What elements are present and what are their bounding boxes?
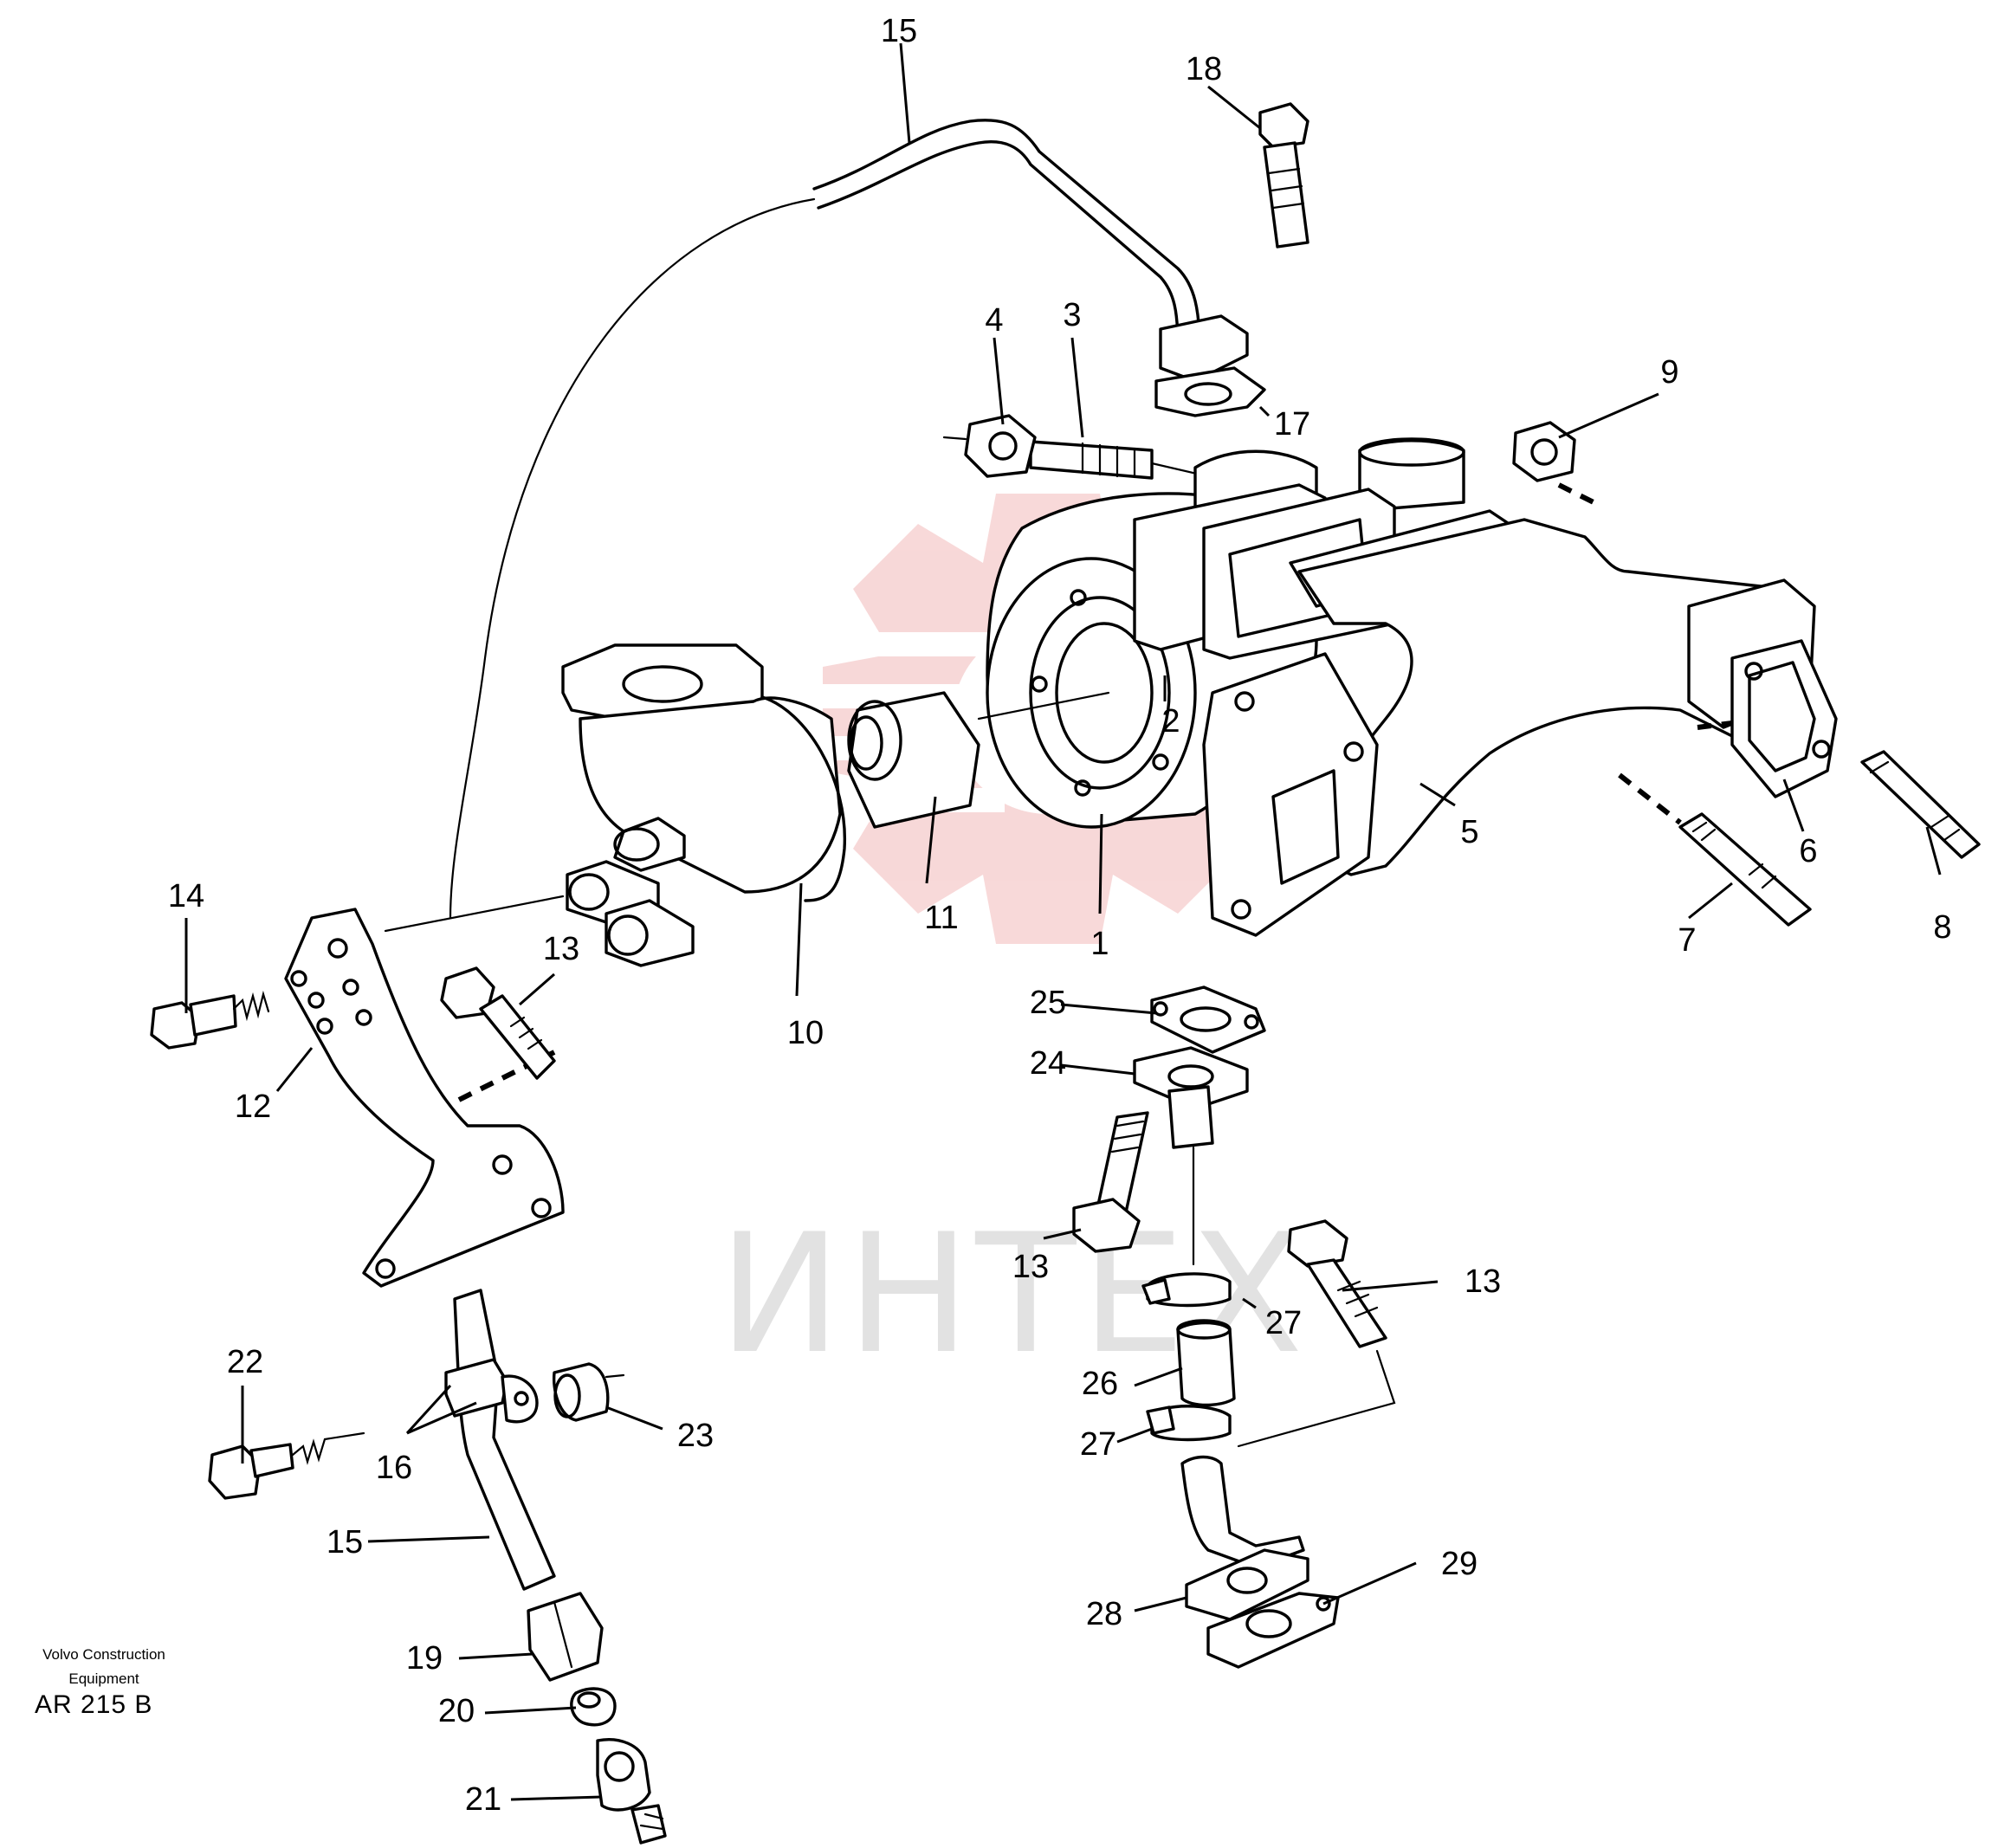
bolt-14 bbox=[150, 990, 270, 1050]
callout-19: 19 bbox=[406, 1640, 443, 1677]
callout-25: 25 bbox=[1030, 985, 1066, 1021]
leader-lines bbox=[184, 42, 1942, 1801]
caption-drawing-code: AR 215 B bbox=[35, 1690, 153, 1719]
union-nut-19 bbox=[527, 1592, 604, 1682]
callout-labels: 15 18 4 3 17 9 2 5 6 8 7 11 1 10 14 13 1… bbox=[168, 13, 1952, 1818]
gasket-29 bbox=[1206, 1592, 1340, 1669]
sleeve-11 bbox=[847, 691, 1110, 829]
callout-15-bottom: 15 bbox=[327, 1524, 363, 1560]
nut-9 bbox=[1512, 421, 1595, 505]
callout-29: 29 bbox=[1441, 1546, 1478, 1582]
callout-4: 4 bbox=[985, 302, 1003, 339]
callout-26: 26 bbox=[1082, 1366, 1118, 1402]
callout-11: 11 bbox=[924, 900, 958, 936]
callout-21: 21 bbox=[465, 1781, 501, 1818]
callout-3: 3 bbox=[1063, 297, 1081, 333]
callout-18: 18 bbox=[1186, 51, 1222, 87]
callout-10: 10 bbox=[787, 1015, 824, 1051]
callout-16: 16 bbox=[376, 1450, 412, 1486]
callout-9: 9 bbox=[1660, 354, 1678, 391]
flange-24 bbox=[1133, 1046, 1249, 1266]
callout-23: 23 bbox=[677, 1418, 714, 1454]
stud-7 bbox=[1618, 772, 1812, 927]
callout-2: 2 bbox=[1161, 703, 1180, 740]
hose-26 bbox=[1176, 1319, 1236, 1407]
callout-13-mid: 13 bbox=[1012, 1249, 1049, 1285]
callout-27-lower: 27 bbox=[1080, 1426, 1116, 1463]
bracket-12 bbox=[284, 895, 565, 1288]
sealing-ring-20 bbox=[570, 1687, 617, 1727]
hose-clamp-27-lower bbox=[1146, 1405, 1232, 1442]
callout-7: 7 bbox=[1678, 922, 1696, 959]
callout-12: 12 bbox=[235, 1089, 271, 1125]
nut-4 bbox=[942, 414, 1037, 478]
callout-13-left: 13 bbox=[543, 931, 579, 967]
callout-27-upper: 27 bbox=[1265, 1305, 1302, 1341]
spacer-23 bbox=[552, 1362, 625, 1422]
stud-8 bbox=[1697, 720, 1981, 859]
pipe-flange-28 bbox=[1180, 1455, 1309, 1621]
callout-22: 22 bbox=[227, 1344, 263, 1380]
hose-clamp-27-upper bbox=[1141, 1272, 1232, 1308]
callout-15-top: 15 bbox=[881, 13, 917, 49]
callout-20: 20 bbox=[438, 1693, 475, 1729]
bolt-22 bbox=[208, 1431, 365, 1500]
oil-pipe-upper bbox=[449, 119, 1201, 920]
bolt-13-middle bbox=[1072, 1111, 1149, 1253]
fitting-21 bbox=[596, 1738, 667, 1845]
callout-1: 1 bbox=[1090, 926, 1109, 962]
callout-17: 17 bbox=[1274, 406, 1310, 443]
bolt-18 bbox=[1258, 102, 1309, 249]
callout-14: 14 bbox=[168, 878, 204, 914]
oil-pipe-lower bbox=[444, 1289, 556, 1591]
gasket-6 bbox=[1730, 639, 1838, 798]
callout-5: 5 bbox=[1460, 814, 1478, 850]
callout-8: 8 bbox=[1933, 909, 1951, 946]
callout-28: 28 bbox=[1086, 1596, 1122, 1632]
callout-6: 6 bbox=[1799, 833, 1817, 869]
elbow-pipe-10 bbox=[561, 643, 847, 967]
callout-24: 24 bbox=[1030, 1045, 1066, 1082]
callout-13-right: 13 bbox=[1465, 1263, 1501, 1300]
flange-gasket-17 bbox=[1154, 314, 1266, 417]
caption-company: Volvo Construction Equipment bbox=[42, 1646, 165, 1687]
flange-gasket-25 bbox=[1150, 985, 1266, 1054]
bolt-13-left bbox=[440, 966, 556, 1080]
bolt-13-right bbox=[1237, 1219, 1396, 1448]
